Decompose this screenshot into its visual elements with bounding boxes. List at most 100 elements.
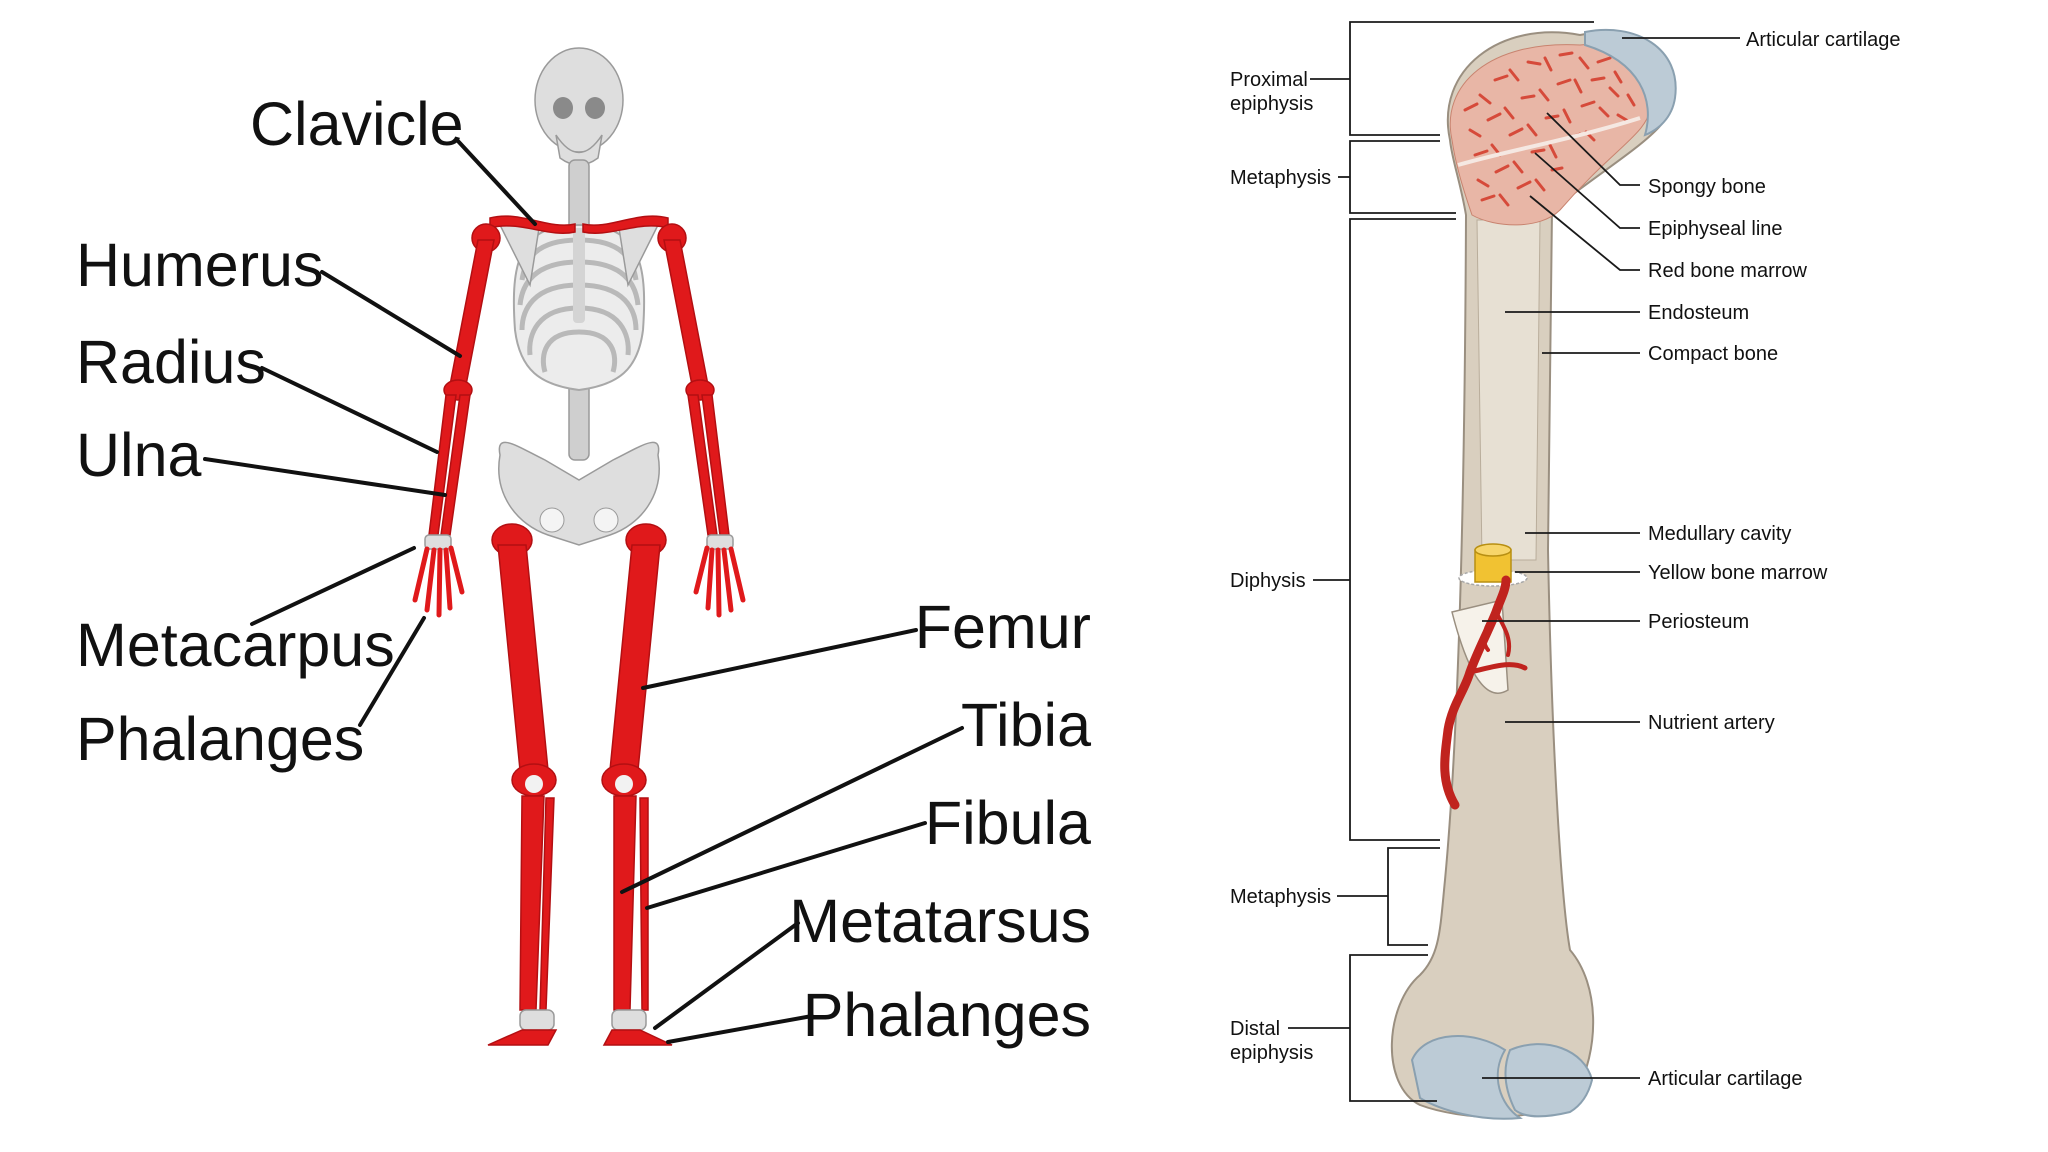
label-phalanges-hand: Phalanges [76,705,364,773]
skeleton-figure [412,47,746,1046]
leader-metacarpus [250,546,416,626]
eye-socket-right [585,97,605,119]
label-distal-epiphysis-line1: Distal [1230,1018,1280,1040]
patella-left [525,775,543,793]
femur-right [609,544,661,771]
fibula-right [639,797,649,1011]
skull [534,47,624,166]
hand-bones-right [693,545,746,618]
femur-left [497,544,549,771]
bracket-metaphysis-top [1349,140,1456,214]
leader-femur [641,628,918,690]
label-nutrient-artery: Nutrient artery [1648,712,1775,734]
skeleton-labels: Clavicle Humerus Radius Ulna Metacarpus … [76,90,1091,1049]
foot-bones-right [602,1029,673,1046]
bracket-diaphysis [1349,218,1456,841]
yellow-bone-marrow-top [1474,543,1512,557]
articular-cartilage-bottom-left [1410,1035,1523,1120]
bracket-metaphysis-bottom [1387,847,1440,946]
spongy-bone-region [1449,43,1651,226]
eye-socket-left [553,97,573,119]
label-articular-cartilage-top: Articular cartilage [1746,29,1901,51]
label-metaphysis-bottom: Metaphysis [1230,886,1331,908]
label-red-bone-marrow: Red bone marrow [1648,260,1808,282]
hand-bones-left [412,545,465,618]
clavicle-left [489,215,576,234]
nutrient-artery-branch [1467,662,1528,675]
label-fibula: Fibula [925,789,1091,857]
structure-leader-lines [1482,37,1740,1079]
label-diaphysis: Diphysis [1230,570,1306,592]
region-labels: Proximal epiphysis Metaphysis Diphysis M… [1230,69,1331,1064]
long-bone-figure [1390,28,1677,1120]
rib [578,259,641,306]
label-metaphysis-top: Metaphysis [1230,167,1331,189]
label-periosteum: Periosteum [1648,611,1749,633]
label-medullary-cavity: Medullary cavity [1648,523,1791,545]
carpals-right [706,534,734,550]
arm-right [657,223,746,618]
leader-metatarsus [653,921,800,1030]
rib [540,329,580,373]
label-yellow-bone-marrow: Yellow bone marrow [1648,562,1828,584]
ulna-left [440,394,471,536]
nutrient-artery-twigs [1482,610,1512,657]
obturator-right [593,507,619,533]
leader-spongy-bone [1546,112,1640,186]
humerus-right [663,239,709,386]
label-proximal-epiphysis-line2: epiphysis [1230,93,1313,115]
label-ulna: Ulna [76,421,202,489]
leader-tibia [620,726,964,894]
carpals-left [424,534,452,550]
rib [517,259,580,306]
label-spongy-bone: Spongy bone [1648,176,1766,198]
spongy-trabeculae [1463,51,1636,207]
region-brackets [1288,21,1594,1102]
leader-epiphyseal-line [1534,152,1640,229]
rib [578,305,631,356]
label-metatarsus: Metatarsus [789,887,1091,955]
label-radius: Radius [76,328,266,396]
structure-labels: Articular cartilage Spongy bone Epiphyse… [1648,29,1901,1090]
label-distal-epiphysis-line2: epiphysis [1230,1042,1313,1064]
leader-humerus [320,270,462,358]
sternum [573,228,585,323]
leader-radius [260,366,439,454]
label-proximal-epiphysis-line1: Proximal [1230,69,1308,91]
rib [519,282,580,331]
leader-red-bone-marrow [1529,195,1640,271]
label-epiphyseal-line: Epiphyseal line [1648,218,1783,240]
jaw [555,134,603,166]
clavicle-right [582,215,669,234]
rib [527,305,580,356]
leg-right [601,523,673,1046]
pelvic-girdle [498,441,660,546]
leg-left [487,523,558,1046]
leader-clavicle [455,138,537,226]
medullary-cavity-region [1476,219,1541,561]
label-humerus: Humerus [76,231,323,299]
rib-cage [512,223,646,392]
tibia-right [613,795,637,1011]
arm-left [412,223,501,618]
label-compact-bone: Compact bone [1648,343,1778,365]
epiphyseal-line-mark [1457,116,1641,167]
rib [578,329,618,373]
patella-right [615,775,633,793]
label-femur: Femur [915,593,1091,661]
humerus-left [449,239,495,386]
cranium [534,47,624,153]
skeleton-leader-lines [203,138,964,1044]
pelvis [498,441,660,546]
rib [578,282,639,331]
tarsals-right [611,1009,647,1031]
label-clavicle: Clavicle [250,90,464,158]
foot-bones-left [487,1029,558,1046]
label-phalanges-foot: Phalanges [803,981,1091,1049]
label-articular-cartilage-bottom: Articular cartilage [1648,1068,1803,1090]
leader-ulna [203,457,447,497]
obturator-left [539,507,565,533]
articular-cartilage-bottom-right [1504,1043,1594,1118]
label-endosteum: Endosteum [1648,302,1749,324]
